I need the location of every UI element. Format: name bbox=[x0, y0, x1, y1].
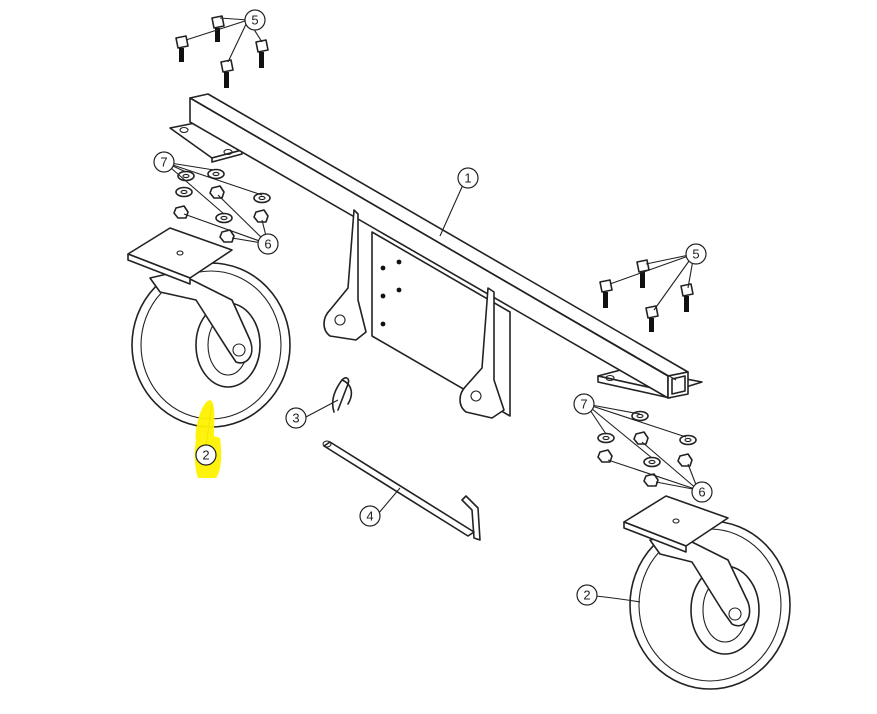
nut bbox=[643, 473, 659, 487]
bolt-group-top bbox=[175, 15, 269, 88]
nut bbox=[253, 209, 269, 223]
washer bbox=[215, 212, 233, 224]
caster-wheel-right bbox=[623, 495, 791, 690]
axle-beam bbox=[169, 93, 703, 399]
callout-2-right: 2 bbox=[576, 584, 598, 606]
hitch-bracket bbox=[323, 209, 511, 419]
nut bbox=[597, 449, 613, 463]
washer bbox=[643, 456, 661, 468]
washer bbox=[253, 192, 271, 204]
bolt bbox=[255, 39, 269, 68]
callout-4: 4 bbox=[359, 505, 381, 527]
washer bbox=[207, 168, 225, 180]
washer bbox=[679, 434, 697, 446]
callout-3: 3 bbox=[285, 407, 307, 429]
washer bbox=[175, 186, 193, 198]
callout-7-left: 7 bbox=[153, 151, 175, 173]
svg-text:5: 5 bbox=[251, 13, 258, 28]
svg-text:6: 6 bbox=[698, 485, 705, 500]
callout-6-right: 6 bbox=[691, 481, 713, 503]
callout-5-top: 5 bbox=[244, 9, 266, 31]
svg-text:1: 1 bbox=[464, 171, 471, 186]
svg-text:7: 7 bbox=[160, 155, 167, 170]
bolt bbox=[680, 283, 694, 312]
bolt bbox=[220, 59, 234, 88]
svg-text:7: 7 bbox=[580, 397, 587, 412]
nut bbox=[173, 205, 189, 219]
hardware-left bbox=[173, 168, 271, 243]
callout-1: 1 bbox=[457, 167, 479, 189]
callout-7-right: 7 bbox=[573, 393, 595, 415]
nut bbox=[633, 431, 649, 445]
callout-5-right: 5 bbox=[685, 243, 707, 265]
hardware-right bbox=[597, 410, 697, 487]
nut bbox=[677, 453, 693, 467]
callout-6-left: 6 bbox=[257, 233, 279, 255]
bolt bbox=[211, 15, 225, 42]
washer bbox=[597, 432, 615, 444]
bolt bbox=[645, 305, 659, 332]
callout-2-left: 2 bbox=[195, 444, 217, 466]
svg-text:2: 2 bbox=[583, 588, 590, 603]
svg-text:6: 6 bbox=[264, 237, 271, 252]
svg-text:2: 2 bbox=[202, 448, 209, 463]
hair-pin-clip bbox=[331, 377, 353, 413]
bolt bbox=[599, 279, 613, 308]
bolt bbox=[175, 35, 189, 62]
leader-lines bbox=[163, 17, 699, 603]
svg-text:4: 4 bbox=[366, 509, 373, 524]
nut bbox=[219, 229, 235, 243]
svg-text:5: 5 bbox=[692, 247, 699, 262]
svg-text:3: 3 bbox=[292, 411, 299, 426]
nut bbox=[209, 185, 225, 199]
hitch-pin bbox=[322, 440, 481, 541]
caster-wheel-left bbox=[127, 227, 291, 428]
